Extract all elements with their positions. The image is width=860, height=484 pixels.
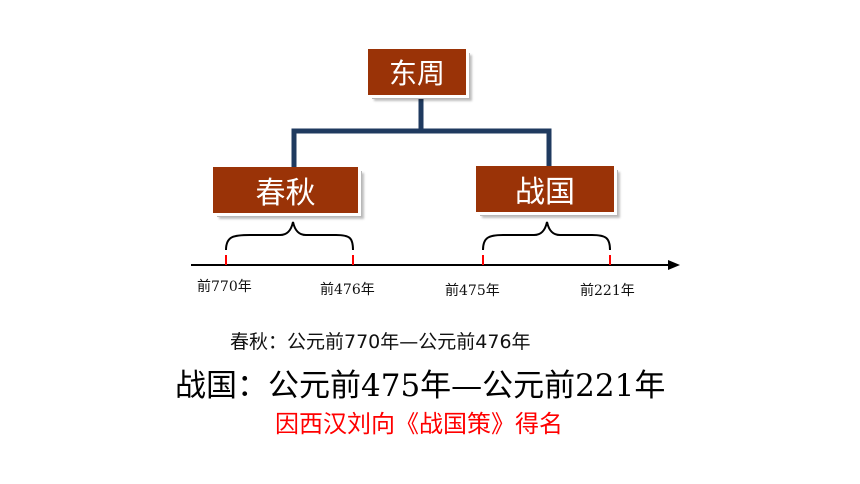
tree-connector — [291, 94, 552, 170]
node-zhanguo-label: 战国 — [515, 175, 575, 210]
node-dongzhou-label: 东周 — [388, 57, 445, 90]
brace-zhanguo — [482, 221, 611, 251]
year-label-770: 前770年 — [197, 279, 252, 295]
node-chunqiu: 春秋 — [213, 167, 358, 213]
year-label-221: 前221年 — [580, 283, 635, 299]
brace-chunqiu — [225, 221, 354, 251]
node-dongzhou: 东周 — [368, 49, 466, 95]
year-label-476: 前476年 — [320, 282, 375, 298]
note-origin: 因西汉刘向《战国策》得名 — [275, 410, 563, 438]
note-chunqiu: 春秋：公元前770年—公元前476年 — [230, 331, 531, 353]
node-zhanguo: 战国 — [476, 166, 614, 212]
timeline-arrow — [668, 260, 680, 270]
timeline-ticks — [225, 255, 611, 265]
year-label-475: 前475年 — [445, 283, 500, 299]
note-zhanguo: 战国：公元前475年—公元前221年 — [175, 368, 666, 404]
node-chunqiu-label: 春秋 — [255, 176, 316, 211]
